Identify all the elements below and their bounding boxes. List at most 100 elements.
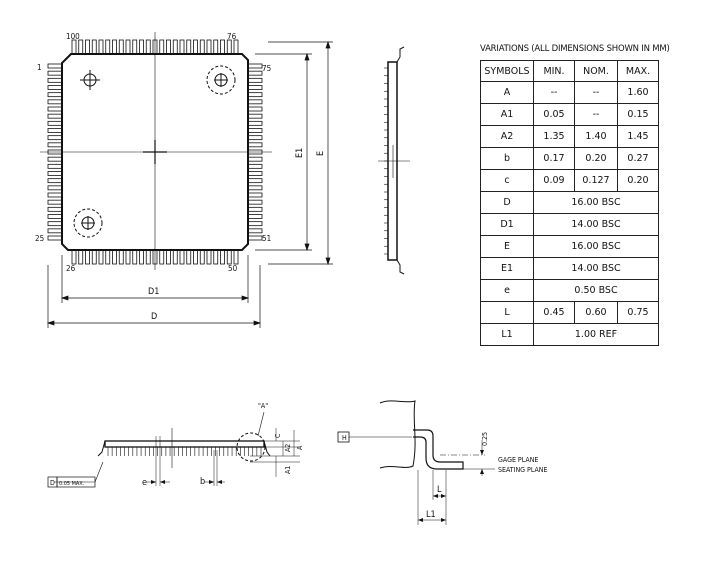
lead — [118, 249, 124, 265]
lead-detail-view — [337, 400, 495, 525]
lead — [47, 142, 63, 148]
dim-label-a: A — [296, 445, 304, 450]
table-cell-symbol: E — [480, 235, 534, 258]
side-view-leads — [107, 447, 262, 456]
lead — [47, 77, 63, 83]
lead — [166, 249, 171, 265]
lead — [105, 249, 111, 265]
dim-label-025: 0.25 — [481, 432, 489, 446]
dim-label-c: C — [274, 433, 282, 438]
lead — [247, 192, 263, 198]
lead — [199, 249, 205, 265]
table-cell-symbol: L — [480, 301, 534, 324]
lead — [85, 249, 90, 265]
table-cell-value: 0.17 — [533, 147, 575, 170]
lead — [112, 249, 117, 265]
lead — [247, 85, 263, 90]
table-cell-value: 14.00 BSC — [533, 257, 659, 280]
lead — [247, 228, 263, 234]
table-cell-value: 1.35 — [533, 125, 575, 148]
lead — [247, 142, 263, 148]
table-cell-symbol: c — [480, 169, 534, 192]
pin-label-25: 25 — [35, 234, 44, 243]
lead — [125, 39, 131, 55]
table-cell-symbol: D — [480, 191, 534, 214]
lead — [247, 235, 263, 241]
lead — [247, 70, 263, 76]
ejector-mark-bottom-left — [73, 208, 103, 238]
lead — [247, 185, 263, 191]
lead — [166, 39, 171, 55]
side-view-horizontal — [47, 411, 300, 488]
lead — [247, 156, 263, 162]
dim-e — [268, 40, 333, 266]
table-row: A----1.60 — [480, 81, 659, 104]
lead — [47, 185, 63, 191]
dim-d1 — [60, 255, 250, 303]
lead — [98, 39, 104, 55]
lead — [47, 70, 63, 76]
lead — [179, 249, 185, 265]
table-cell-value: 14.00 BSC — [533, 213, 659, 236]
lead — [226, 39, 232, 55]
table-cell-symbol: E1 — [480, 257, 534, 280]
lead — [247, 99, 263, 105]
dim-d — [46, 265, 262, 328]
dim-label-b: b — [200, 477, 205, 487]
lead — [145, 39, 151, 55]
lead — [247, 214, 263, 219]
table-cell-value: 0.15 — [617, 103, 659, 126]
lead — [139, 39, 144, 55]
flatness-datum: D — [50, 479, 55, 487]
table-cell-value: 0.09 — [533, 169, 575, 192]
lead — [47, 85, 63, 90]
lead — [213, 249, 219, 265]
flatness-value: 0.05 MAX. — [59, 481, 85, 487]
table-cell-value: -- — [533, 81, 575, 104]
dim-label-l: L — [437, 485, 442, 495]
lead — [247, 178, 263, 184]
lead — [47, 178, 63, 184]
lead — [220, 249, 225, 265]
lead — [172, 39, 178, 55]
lead — [247, 199, 263, 205]
header-max: MAX. — [617, 60, 659, 82]
lead — [47, 92, 63, 98]
lead — [47, 221, 63, 227]
lead — [47, 135, 63, 141]
lead — [91, 39, 97, 55]
pin-label-51: 51 — [262, 234, 271, 243]
dim-label-e: E — [316, 151, 326, 156]
package-body — [61, 53, 249, 251]
lead — [125, 249, 131, 265]
table-cell-symbol: D1 — [480, 213, 534, 236]
lead — [47, 120, 63, 126]
lead — [206, 249, 212, 265]
lead — [247, 221, 263, 227]
lead — [226, 249, 232, 265]
table-cell-value: 1.00 REF — [533, 323, 659, 346]
side-view-vertical — [378, 46, 410, 275]
lead — [85, 39, 90, 55]
seating-plane-label: SEATING PLANE — [498, 466, 548, 474]
lead — [139, 249, 144, 265]
table-cell-value: 0.45 — [533, 301, 575, 324]
lead — [186, 39, 192, 55]
table-cell-value: 0.50 BSC — [533, 279, 659, 302]
dim-e1 — [255, 52, 312, 252]
table-title: VARIATIONS (ALL DIMENSIONS SHOWN IN MM) — [480, 44, 670, 54]
table-header-row: SYMBOLS MIN. NOM. MAX. — [480, 60, 659, 82]
lead — [145, 249, 151, 265]
dim-label-d1: D1 — [148, 287, 159, 297]
lead — [247, 63, 263, 69]
lead — [47, 106, 63, 112]
table-cell-value: 0.27 — [617, 147, 659, 170]
lead — [247, 113, 263, 119]
table-cell-value: -- — [574, 81, 618, 104]
table-cell-value: 16.00 BSC — [533, 235, 659, 258]
